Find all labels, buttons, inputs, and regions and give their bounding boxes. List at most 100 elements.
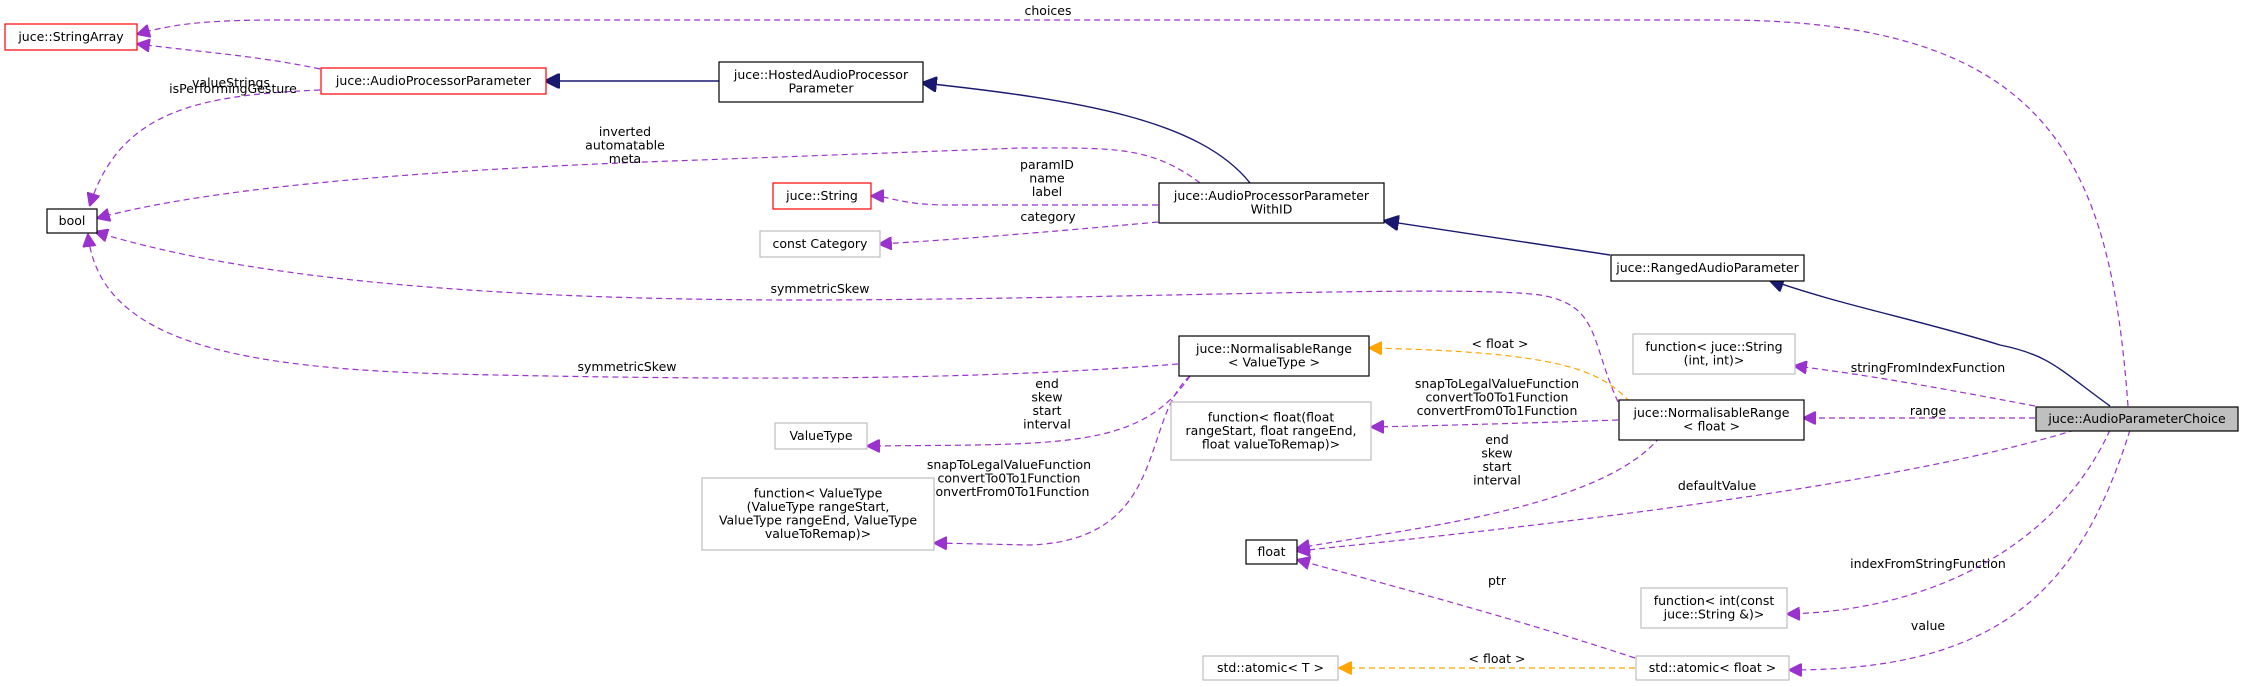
label-range: range	[1910, 403, 1947, 418]
node-normalisable-range-valuetype[interactable]: juce::NormalisableRange< ValueType >	[1178, 335, 1370, 377]
node-box	[1618, 399, 1805, 441]
node-box	[1245, 539, 1298, 565]
node-label: function< ValueType	[754, 486, 883, 501]
node-label: Parameter	[788, 81, 854, 96]
node-ranged-audio-parameter[interactable]: juce::RangedAudioParameter	[1610, 254, 1805, 282]
edge-label-line: valueStrings	[192, 75, 270, 90]
edge-label-line: range	[1910, 403, 1947, 418]
node-label: juce::RangedAudioParameter	[1615, 260, 1799, 275]
edge-usage-symmetricskew-upper	[96, 232, 1619, 403]
node-label: ValueType rangeEnd, ValueType	[719, 513, 917, 528]
node-box	[1610, 254, 1805, 282]
node-label: float valueToRemap)>	[1202, 436, 1340, 451]
label-value: value	[1911, 618, 1945, 633]
edge-usage-defaultvalue	[1298, 429, 2076, 551]
node-std-atomic-t[interactable]: std::atomic< T >	[1202, 655, 1339, 681]
edge-label-line: interval	[1473, 473, 1521, 488]
edge-label-line: start	[1482, 459, 1511, 474]
edge-label-line: choices	[1025, 3, 1072, 18]
edge-usage-value	[1790, 429, 2131, 670]
edge-label-line: automatable	[585, 138, 665, 153]
nodes: juce::StringArray juce::AudioProcessorPa…	[4, 23, 2239, 681]
node-box	[1178, 335, 1370, 377]
node-label: juce::HostedAudioProcessor	[733, 67, 909, 82]
node-label: juce::StringArray	[17, 29, 124, 44]
node-label: function< juce::String	[1645, 339, 1782, 354]
edge-usage-valuestrings	[138, 44, 321, 70]
node-box	[701, 477, 935, 551]
edge-label-line: convertTo0To1Function	[1426, 390, 1569, 405]
edges	[88, 19, 2131, 670]
node-label: juce::String &)>	[1663, 607, 1765, 622]
node-float[interactable]: float	[1245, 539, 1298, 565]
label-stringfromindexfunction: stringFromIndexFunction	[1851, 360, 2005, 375]
node-std-atomic-float[interactable]: std::atomic< float >	[1635, 655, 1790, 681]
node-label: rangeStart, float rangeEnd,	[1186, 423, 1357, 438]
edge-template-float-normalisablerange	[1370, 348, 1631, 403]
label-template-float-atomic: < float >	[1469, 651, 1526, 666]
label-valuestrings: valueStrings	[192, 75, 270, 90]
edge-usage-paramid-name-label	[872, 196, 1158, 206]
node-label: WithID	[1251, 202, 1293, 217]
edge-label-line: interval	[1023, 417, 1071, 432]
edge-label-line: defaultValue	[1678, 478, 1757, 493]
edge-label-line: symmetricSkew	[771, 281, 870, 296]
label-isperforminggesture: isPerformingGesture	[169, 81, 297, 96]
edge-usage-indexfromstringfunction	[1788, 429, 2111, 614]
node-audio-parameter-choice[interactable]: juce::AudioParameterChoice	[2035, 406, 2239, 432]
node-box	[1632, 333, 1796, 375]
edge-label-line: end	[1485, 432, 1509, 447]
node-box	[2035, 406, 2239, 432]
node-label: std::atomic< float >	[1649, 660, 1776, 675]
edge-label-line: label	[1032, 184, 1062, 199]
edge-label-line: name	[1029, 171, 1065, 186]
edge-inherit-ranged-to-withid	[1385, 221, 1611, 256]
node-function-string-int-int[interactable]: function< juce::String(int, int)>	[1632, 333, 1796, 375]
label-symmetricskew-upper: symmetricSkew	[771, 281, 870, 296]
node-box	[1158, 182, 1385, 224]
edge-label-line: category	[1020, 209, 1076, 224]
edge-usage-ptr	[1298, 560, 1636, 659]
node-const-category[interactable]: const Category	[759, 230, 881, 258]
node-box	[718, 61, 924, 103]
label-category: category	[1020, 209, 1076, 224]
node-box	[1170, 401, 1372, 461]
edge-label-line: skew	[1031, 390, 1062, 405]
node-normalisable-range-float[interactable]: juce::NormalisableRange< float >	[1618, 399, 1805, 441]
node-label: bool	[59, 213, 86, 228]
node-label: ValueType	[789, 428, 852, 443]
label-choices: choices	[1025, 3, 1072, 18]
node-label: valueToRemap)>	[765, 526, 871, 541]
node-juce-string[interactable]: juce::String	[772, 182, 872, 210]
node-label: juce::NormalisableRange	[1195, 341, 1352, 356]
node-audio-processor-parameter[interactable]: juce::AudioProcessorParameter	[320, 67, 547, 95]
node-label: function< float(float	[1208, 409, 1335, 424]
edge-label-line: < float >	[1472, 336, 1529, 351]
edge-usage-choices	[138, 19, 2129, 407]
node-function-valuetype[interactable]: function< ValueType(ValueType rangeStart…	[701, 477, 935, 551]
edge-inherit-withid-to-hosted	[923, 83, 1251, 184]
edge-usage-inverted-automatable-meta	[98, 147, 1201, 218]
edge-usage-end-skew-start-interval-float	[1298, 436, 1661, 548]
edge-label-line: indexFromStringFunction	[1850, 556, 2006, 571]
node-box	[1640, 587, 1788, 629]
node-string-array[interactable]: juce::StringArray	[4, 23, 138, 51]
edge-label-line: ptr	[1488, 573, 1507, 588]
edge-label-line: snapToLegalValueFunction	[1415, 376, 1579, 391]
edge-label-line: start	[1032, 403, 1061, 418]
edge-label-line: stringFromIndexFunction	[1851, 360, 2005, 375]
node-value-type[interactable]: ValueType	[774, 422, 868, 450]
edge-label-line: end	[1035, 376, 1059, 391]
edge-label-line: snapToLegalValueFunction	[927, 457, 1091, 472]
node-bool[interactable]: bool	[46, 208, 98, 234]
